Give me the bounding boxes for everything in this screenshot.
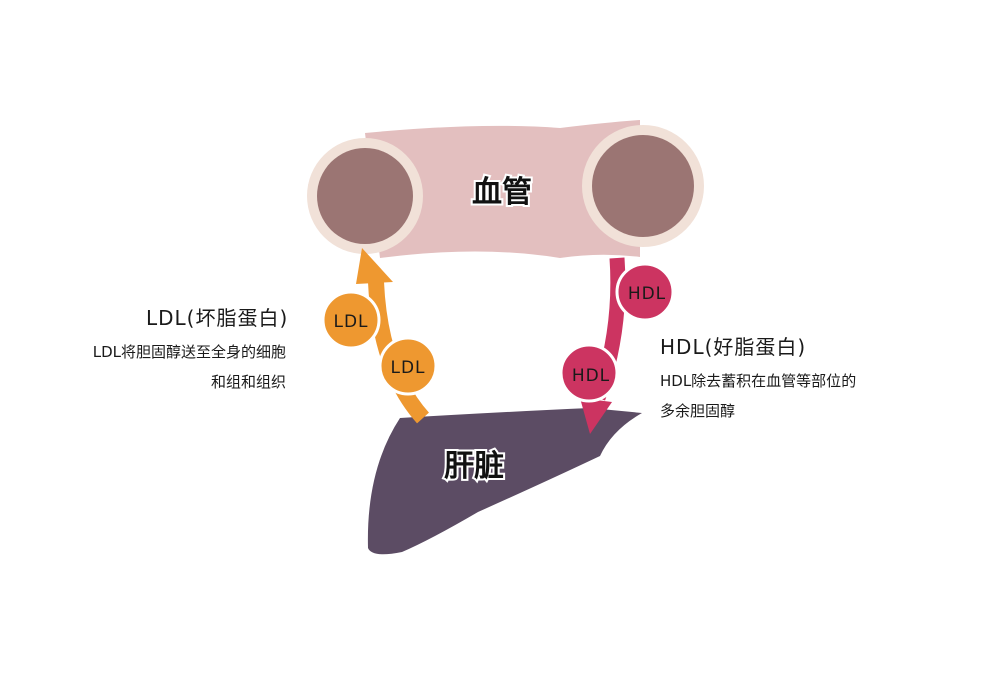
liver-label: 肝脏	[444, 449, 504, 484]
ldl-description-line-2: 和组和组织	[210, 373, 286, 391]
ldl-bubble-1	[321, 290, 381, 350]
ldl-description: LDL将胆固醇送至全身的细胞 和组和组织	[40, 337, 286, 397]
hdl-bubble-2-label: HDL	[572, 366, 610, 386]
ldl-heading: LDL(坏脂蛋白)	[146, 306, 289, 330]
hdl-arrow: HDL HDL	[559, 257, 675, 434]
hdl-bubble-1-label: HDL	[628, 284, 666, 304]
liver: 肝脏	[367, 408, 642, 555]
hdl-bubble-1	[615, 262, 675, 322]
vessel-right-lumen	[592, 135, 694, 237]
ldl-arrowhead	[356, 248, 393, 284]
ldl-description-line-1: LDL将胆固醇送至全身的细胞	[92, 343, 286, 361]
hdl-bubble-2	[559, 343, 619, 403]
ldl-bubble-1-label: LDL	[333, 312, 368, 332]
hdl-heading: HDL(好脂蛋白)	[660, 335, 807, 359]
vessel-label: 血管	[472, 175, 532, 210]
ldl-arrow: LDL LDL	[321, 248, 438, 424]
hdl-description: HDL除去蓄积在血管等部位的 多余胆固醇	[660, 366, 856, 426]
ldl-bubble-2	[378, 336, 438, 396]
ldl-bubble-2-label: LDL	[390, 358, 425, 378]
hdl-description-line-1: HDL除去蓄积在血管等部位的	[660, 372, 857, 390]
hdl-arrowhead	[580, 398, 612, 434]
liver-shape	[367, 408, 642, 555]
vessel-left-lumen	[317, 148, 413, 244]
vessel-body	[365, 120, 640, 258]
blood-vessel: 血管	[307, 120, 704, 258]
hdl-description-line-2: 多余胆固醇	[660, 402, 736, 420]
